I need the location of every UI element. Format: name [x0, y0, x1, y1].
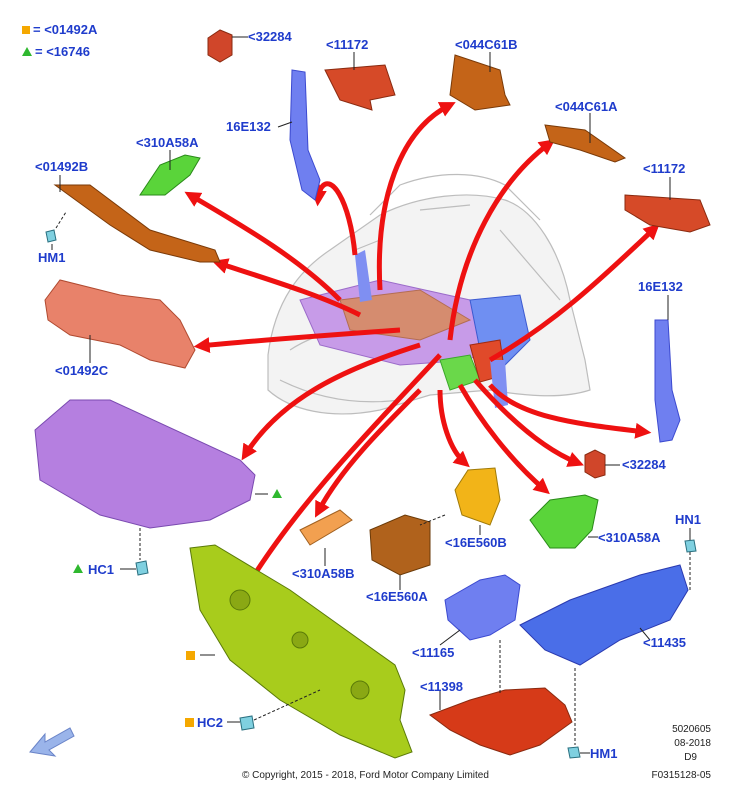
callout-01492B: <01492B — [35, 159, 89, 174]
square-symbol-icon — [22, 26, 30, 34]
legend-text: = <01492A — [33, 22, 98, 37]
part-044C61B — [449, 54, 511, 111]
ref-code-1: 5020605 — [672, 724, 711, 735]
ref-date: 08-2018 — [674, 738, 711, 749]
part-dash-panel — [189, 544, 413, 759]
callout-HN1: HN1 — [675, 512, 702, 527]
clip-HM1-bottom — [567, 746, 581, 759]
part-11435 — [519, 564, 689, 666]
callout-310A58A-right: <310A58A — [598, 530, 661, 545]
callout-11435: <11435 — [643, 635, 687, 650]
callout-16E560A: <16E560A — [366, 589, 428, 604]
callout-16E132-left: 16E132 — [226, 119, 271, 134]
copyright-text: © Copyright, 2015 - 2018, Ford Motor Com… — [242, 770, 489, 781]
callout-HC1: HC1 — [88, 562, 115, 577]
callout-32284-right: <32284 — [622, 457, 666, 472]
marker-symbols — [73, 489, 282, 727]
figure-id: F0315128-05 — [651, 770, 712, 781]
callout-11398: <11398 — [420, 679, 464, 694]
callout-01492C: <01492C — [55, 363, 109, 378]
callout-11172-right: <11172 — [643, 161, 686, 176]
callout-11165: <11165 — [412, 645, 455, 660]
direction-arrow-icon — [29, 727, 75, 757]
callout-11172-top: <11172 — [326, 37, 369, 52]
part-310A58B — [299, 509, 353, 546]
triangle-symbol-icon — [22, 47, 32, 56]
callout-HM1-left: HM1 — [38, 250, 66, 265]
clip-HN1 — [684, 539, 697, 553]
ref-code-2: D9 — [684, 752, 697, 763]
part-044C61A — [544, 124, 627, 163]
part-01492C — [44, 279, 196, 369]
part-32284-top — [207, 29, 233, 63]
callout-HC2: HC2 — [197, 715, 224, 730]
part-16E132-right — [654, 319, 681, 443]
callout-044C61A: <044C61A — [555, 99, 618, 114]
part-11165 — [444, 574, 521, 641]
part-32284-right — [584, 449, 606, 479]
part-11398 — [428, 687, 573, 756]
part-11172-top — [324, 64, 396, 111]
part-16E132-left — [289, 69, 321, 201]
clip-HC1 — [135, 560, 149, 576]
legend-item-01492A: = <01492A — [22, 22, 97, 38]
callout-32284-top: <32284 — [248, 29, 292, 44]
callout-16E560B: <16E560B — [445, 535, 507, 550]
part-undertray — [34, 399, 256, 529]
part-16E560B — [454, 467, 501, 526]
callout-16E132-right: 16E132 — [638, 279, 683, 294]
callout-044C61B: <044C61B — [455, 37, 518, 52]
callout-310A58A-top: <310A58A — [136, 135, 199, 150]
part-11172-right — [624, 194, 711, 233]
part-16E560A — [369, 514, 431, 576]
part-310A58A-right — [529, 494, 599, 549]
leader-lines — [51, 36, 691, 754]
clip-HM1-left — [45, 229, 57, 243]
legend-item-16746: = <16746 — [22, 44, 90, 60]
part-310A58A-top — [139, 154, 201, 196]
callout-HM1-bottom: HM1 — [590, 746, 618, 761]
arrows — [184, 102, 660, 591]
engine-bay-cluster — [299, 250, 531, 408]
callout-310A58B: <310A58B — [292, 566, 355, 581]
legend-text: = <16746 — [35, 44, 90, 59]
clip-HC2 — [239, 715, 255, 731]
part-01492B — [53, 184, 221, 263]
